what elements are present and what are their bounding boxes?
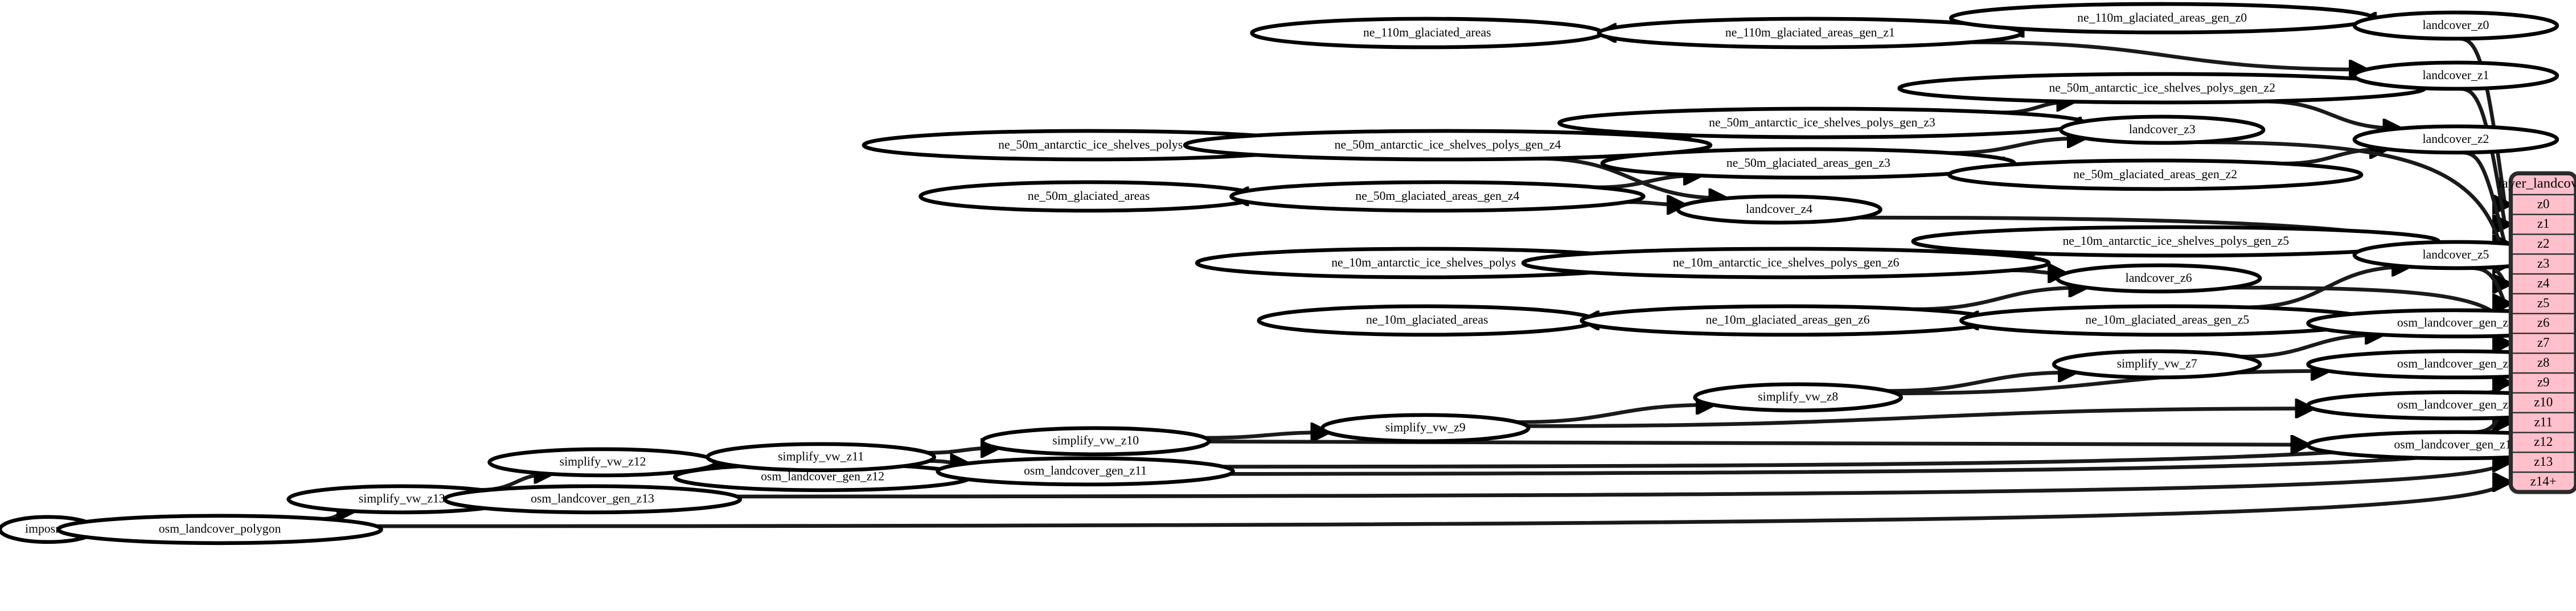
node-shape (2052, 349, 2262, 380)
table-row-z4[interactable]: z4 (2537, 276, 2550, 290)
node-shape (2058, 114, 2266, 145)
node-shape (980, 426, 1211, 457)
edge-ne_10m_glaciated_areas_gen_z6--to--landcover_z6 (1914, 288, 2086, 311)
edge-osm_landcover_gen_z13--to--layer_landcover-z13 (736, 462, 2510, 499)
node-landcover_z1[interactable]: landcover_z1 (2352, 60, 2559, 91)
node-shape (1521, 247, 2051, 280)
node-shape (56, 514, 383, 546)
table-row-z6[interactable]: z6 (2537, 315, 2550, 330)
node-osm_landcover_polygon[interactable]: osm_landcover_polygon (56, 514, 383, 546)
edge-landcover_z1--to--layer_landcover-z1 (2460, 87, 2510, 224)
node-shape (1557, 106, 2087, 140)
node-landcover_z3[interactable]: landcover_z3 (2058, 114, 2266, 145)
edge-simplify_vw_z7--to--osm_landcover_gen_z7 (2240, 335, 2382, 359)
table-row-z13[interactable]: z13 (2534, 454, 2553, 469)
node-osm_landcover_gen_z11[interactable]: osm_landcover_gen_z11 (936, 456, 1235, 487)
node-shape (1183, 129, 1713, 162)
edge-ne_110m_glaciated_areas_gen_z1--to--landcover_z1 (1971, 40, 2366, 69)
edge-simplify_vw_z10--to--simplify_vw_z9 (1205, 432, 1328, 438)
edge-simplify_vw_z8--to--simplify_vw_z7 (1888, 372, 2075, 393)
node-landcover_z0[interactable]: landcover_z0 (2352, 10, 2559, 41)
node-landcover_z4[interactable]: landcover_z4 (1676, 194, 1882, 225)
node-ne_50m_glaciated_areas[interactable]: ne_50m_glaciated_areas (918, 180, 1260, 213)
node-shape (936, 456, 1235, 487)
edge-osm_landcover_polygon--to--layer_landcover-z14+ (376, 482, 2510, 528)
node-shape (1949, 2, 2376, 35)
node-ne_110m_glaciated_areas_gen_z0[interactable]: ne_110m_glaciated_areas_gen_z0 (1949, 2, 2376, 35)
node-shape (1320, 413, 1531, 444)
edge-simplify_vw_z10--to--osm_landcover_gen_z10 (1209, 441, 2308, 445)
table-row-z12[interactable]: z12 (2534, 434, 2553, 449)
node-shape (1229, 180, 1646, 213)
node-shape (1676, 194, 1882, 225)
node-landcover_z2[interactable]: landcover_z2 (2352, 124, 2559, 155)
node-ne_50m_antarctic_ice_shelves_polys_gen_z3[interactable]: ne_50m_antarctic_ice_shelves_polys_gen_z… (1557, 106, 2087, 140)
node-ne_110m_glaciated_areas[interactable]: ne_110m_glaciated_areas (1250, 17, 1605, 50)
edge-landcover_z5--to--layer_landcover-z5 (2470, 266, 2510, 304)
table-row-z10[interactable]: z10 (2534, 395, 2553, 409)
node-ne_10m_glaciated_areas[interactable]: ne_10m_glaciated_areas (1257, 304, 1598, 337)
node-shape (2055, 263, 2262, 294)
table-row-z3[interactable]: z3 (2537, 256, 2550, 270)
edge-simplify_vw_z11--to--simplify_vw_z10 (928, 448, 998, 453)
layer-landcover-table[interactable]: layer_landcover z0 z1 z2 z3 z4 z5 z6 z7 z8 z9 z10 z1… (2498, 171, 2576, 494)
node-ne_10m_antarctic_ice_shelves_polys_gen_z6[interactable]: ne_10m_antarctic_ice_shelves_polys_gen_z… (1521, 247, 2051, 280)
node-shape (1947, 158, 2364, 191)
edge-landcover_z3--to--layer_landcover-z3 (2194, 140, 2511, 264)
node-ne_50m_glaciated_areas_gen_z4[interactable]: ne_50m_glaciated_areas_gen_z4 (1229, 180, 1646, 213)
edge-ne_50m_antarctic_ice_shelves_polys_gen_z2--to--landcover_z2 (2263, 99, 2401, 129)
node-simplify_vw_z10[interactable]: simplify_vw_z10 (980, 426, 1211, 457)
edge-ne_50m_glaciated_areas_gen_z4--to--landcover_z4 (1627, 202, 1684, 205)
node-ne_50m_antarctic_ice_shelves_polys_gen_z2[interactable]: ne_50m_antarctic_ice_shelves_polys_gen_z… (1897, 72, 2427, 105)
node-shape (1580, 304, 1996, 337)
table-row-z7[interactable]: z7 (2537, 335, 2550, 350)
node-shape (1597, 17, 2024, 50)
node-shape (705, 442, 937, 473)
node-shape (1693, 382, 1904, 413)
table-row-z14plus[interactable]: z14+ (2530, 474, 2557, 489)
node-shape (2352, 124, 2559, 155)
table-row-z5[interactable]: z5 (2537, 296, 2550, 310)
table-row-z1[interactable]: z1 (2537, 216, 2550, 231)
table-row-z9[interactable]: z9 (2537, 375, 2550, 389)
node-ne_50m_glaciated_areas_gen_z2[interactable]: ne_50m_glaciated_areas_gen_z2 (1947, 158, 2364, 191)
node-shape (1250, 17, 1605, 50)
node-simplify_vw_z8[interactable]: simplify_vw_z8 (1693, 382, 1904, 413)
node-shape (2352, 60, 2559, 91)
table-outline (2509, 172, 2576, 493)
table-title: layer_landcover (2498, 176, 2576, 191)
node-shape (1897, 72, 2427, 105)
node-osm_landcover_gen_z13[interactable]: osm_landcover_gen_z13 (442, 484, 743, 515)
node-ne_10m_glaciated_areas_gen_z6[interactable]: ne_10m_glaciated_areas_gen_z6 (1580, 304, 1996, 337)
table-row-z0[interactable]: z0 (2537, 196, 2550, 211)
node-shape (442, 484, 743, 515)
edge-ne_50m_glaciated_areas_gen_z3--to--landcover_z3 (1949, 138, 2085, 155)
edge-ne_50m_antarctic_ice_shelves_polys_gen_z4--to--landcover_z4 (1537, 157, 1726, 198)
table-row-z2[interactable]: z2 (2537, 236, 2550, 251)
table-row-z8[interactable]: z8 (2537, 355, 2550, 370)
table-row-z11[interactable]: z11 (2534, 415, 2553, 429)
node-shape (2352, 10, 2559, 41)
edge-simplify_vw_z9--to--simplify_vw_z8 (1517, 405, 1714, 424)
node-simplify_vw_z7[interactable]: simplify_vw_z7 (2052, 349, 2262, 380)
edge-simplify_vw_z9--to--osm_landcover_gen_z9 (1527, 408, 2312, 428)
node-simplify_vw_z9[interactable]: simplify_vw_z9 (1320, 413, 1531, 444)
edge-layer (59, 22, 2576, 530)
node-simplify_vw_z11[interactable]: simplify_vw_z11 (705, 442, 937, 473)
node-shape (1257, 304, 1598, 337)
node-shape (918, 180, 1260, 213)
node-landcover_z6[interactable]: landcover_z6 (2055, 263, 2262, 294)
